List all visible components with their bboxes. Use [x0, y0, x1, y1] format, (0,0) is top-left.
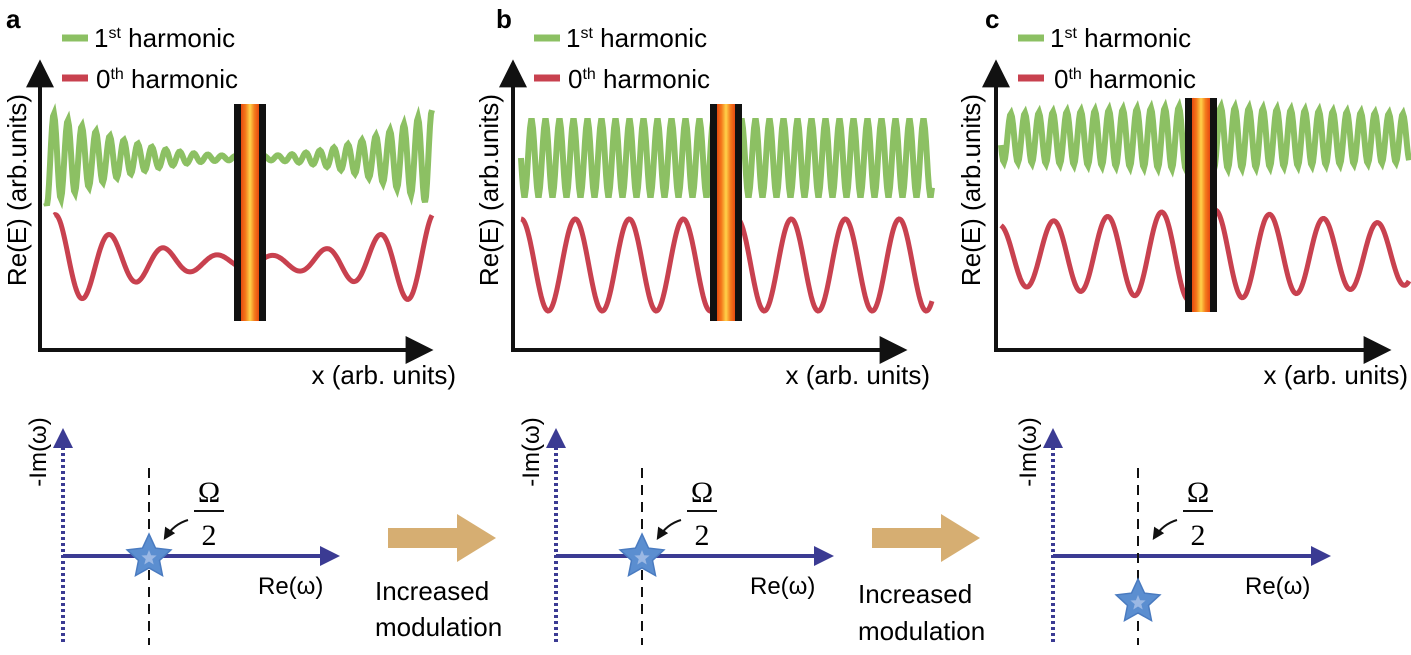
x-axis-label: x (arb. units): [1264, 360, 1409, 390]
legend-label-first: 1st harmonic: [1050, 23, 1191, 53]
transition-arrow: [872, 514, 980, 562]
y-axis-label: Re(E) (arb.units): [474, 94, 504, 286]
pointer-arrow: [656, 519, 682, 541]
transition-label-line2: modulation: [858, 616, 985, 646]
omega-denominator: 2: [1191, 519, 1206, 552]
pole-star: [618, 532, 666, 578]
re-axis-label: Re(ω): [258, 573, 323, 600]
omega-numerator: Ω: [198, 476, 220, 509]
complex-plane-c: -Im(ω) Re(ω) Ω 2: [1015, 417, 1331, 645]
legend-label-first: 1st harmonic: [566, 23, 707, 53]
transition-label-line1: Increased: [375, 576, 489, 606]
pole-star: [125, 532, 173, 578]
pole-star: [1114, 577, 1162, 623]
panel-letter-a: a: [6, 4, 21, 34]
x-axis-label: x (arb. units): [786, 360, 931, 390]
transition-2: Increased modulation: [858, 514, 985, 646]
im-axis-label: -Im(ω): [1015, 417, 1042, 486]
modulated-slab: [234, 104, 266, 321]
transition-label-line2: modulation: [375, 612, 502, 642]
complex-plane-b: -Im(ω) Re(ω) Ω 2: [518, 417, 834, 645]
panel-letter-c: c: [985, 4, 999, 34]
panel-c: c 1st harmonic 0th harmonic Re(E) (arb.u…: [956, 4, 1411, 645]
transition-1: Increased modulation: [375, 514, 502, 642]
legend-label-zeroth: 0th harmonic: [1054, 64, 1196, 94]
re-axis-label: Re(ω): [750, 573, 815, 600]
omega-numerator: Ω: [691, 476, 713, 509]
omega-denominator: 2: [695, 519, 710, 552]
transition-label-line1: Increased: [858, 579, 972, 609]
panel-a: a 1st harmonic 0th harmonic Re(E) (arb.u…: [2, 4, 456, 645]
panel-letter-b: b: [496, 4, 512, 34]
legend-label-zeroth: 0th harmonic: [96, 64, 238, 94]
pointer-arrow: [1152, 519, 1178, 541]
pole-star-highlight: [141, 550, 157, 565]
y-axis-label: Re(E) (arb.units): [956, 94, 986, 286]
modulated-slab: [1185, 98, 1217, 312]
omega-numerator: Ω: [1187, 476, 1209, 509]
complex-plane-a: -Im(ω) Re(ω) Ω 2: [25, 417, 340, 645]
panel-b: b 1st harmonic 0th harmonic Re(E) (arb.u…: [474, 4, 935, 645]
re-axis-label: Re(ω): [1245, 573, 1310, 600]
transition-arrow: [388, 514, 496, 562]
pole-star-highlight: [1130, 595, 1146, 610]
x-axis-label: x (arb. units): [312, 360, 457, 390]
legend-label-first: 1st harmonic: [94, 23, 235, 53]
pole-star-highlight: [634, 550, 650, 565]
modulated-slab: [710, 104, 742, 321]
im-axis-label: -Im(ω): [25, 417, 52, 486]
omega-denominator: 2: [202, 519, 217, 552]
legend-label-zeroth: 0th harmonic: [568, 64, 710, 94]
y-axis-label: Re(E) (arb.units): [2, 94, 32, 286]
im-axis-label: -Im(ω): [518, 417, 545, 486]
pointer-arrow: [163, 519, 189, 541]
